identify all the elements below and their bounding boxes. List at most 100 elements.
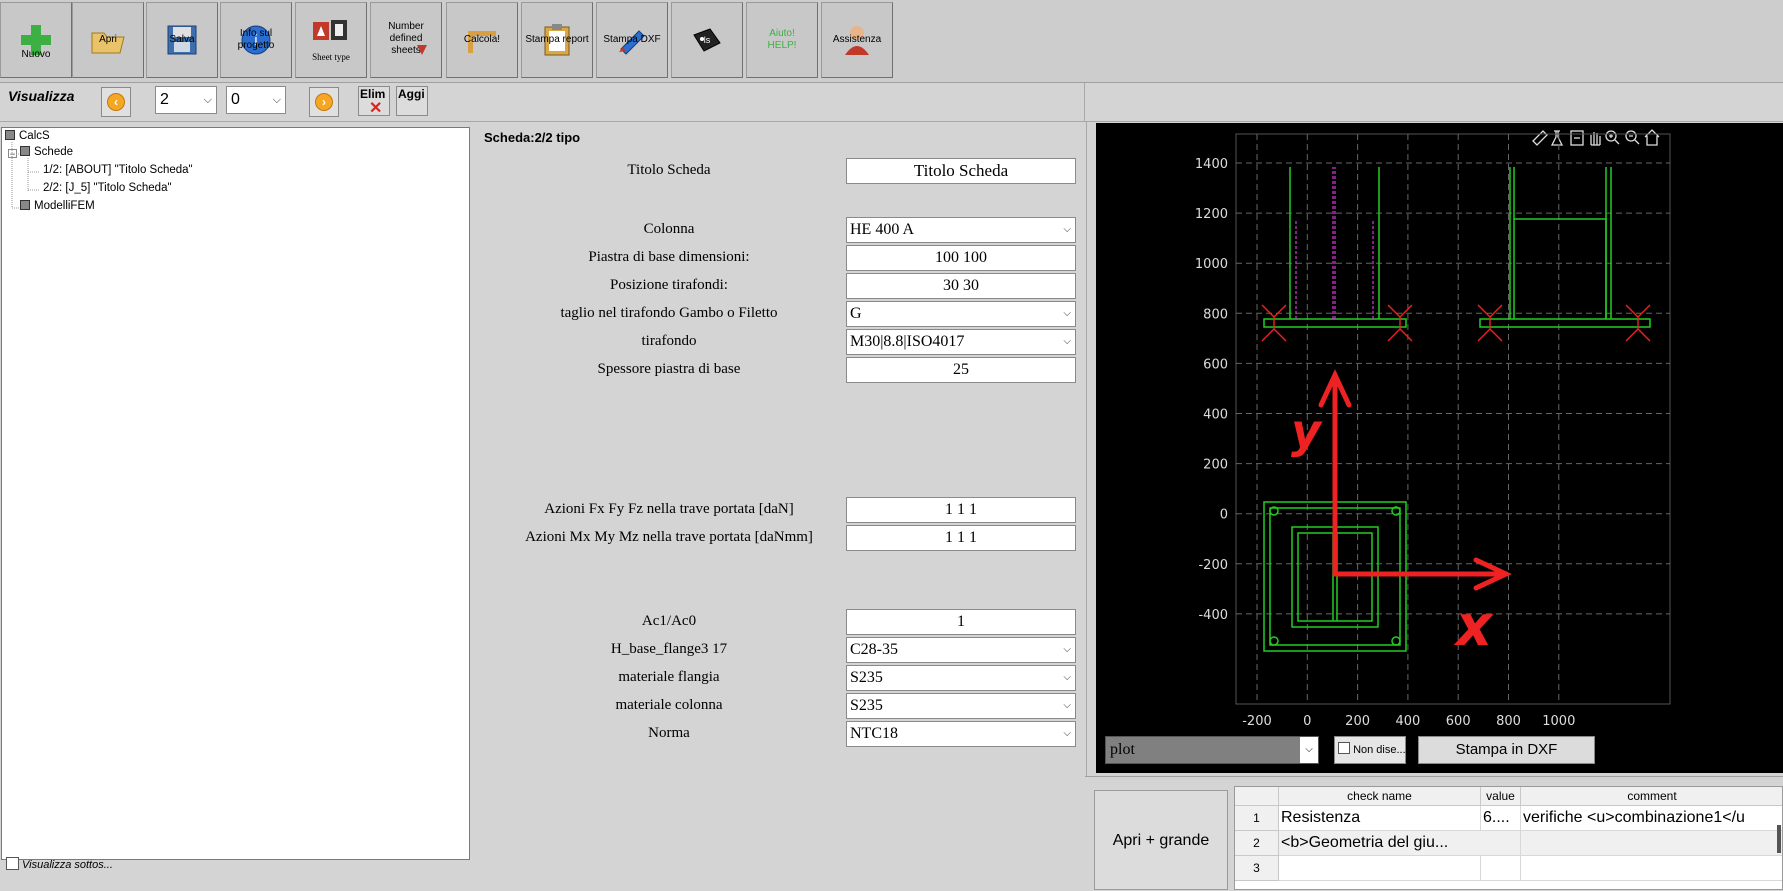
norma-value: NTC18 [850,725,898,742]
tree-root[interactable]: CalcS [5,130,50,142]
clipboard-icon [544,24,570,56]
flask-icon[interactable] [1550,130,1564,146]
chevron-down-icon: ⌵ [1300,737,1318,763]
print-dxf-button[interactable]: Stampa DXF [596,2,668,78]
calculate-button[interactable]: Calcola! [446,2,518,78]
y-tick-label: 200 [1203,458,1228,473]
column-header-check-name[interactable]: check name [1279,787,1481,806]
home-icon[interactable] [1644,129,1660,146]
table-cell-check-name[interactable] [1279,856,1481,881]
project-info-button[interactable]: i Info sul progetto [220,2,292,78]
pan-hand-icon[interactable] [1590,132,1601,146]
stampa-dxf-button[interactable]: Stampa in DXF [1418,736,1595,764]
table-scrollbar[interactable] [1777,825,1781,853]
save-button[interactable]: Salva [146,2,218,78]
non-disegnare-checkbox-row[interactable]: Non dise... [1334,736,1406,764]
show-sub-checkbox[interactable] [6,857,19,870]
azioni-f-input[interactable]: 1 1 1 [846,497,1076,523]
spessore-input[interactable]: 25 [846,357,1076,383]
mat-flangia-select[interactable]: S235⌵ [846,665,1076,691]
mat-colonna-label: materiale colonna [615,697,723,713]
y-tick-label: -400 [1198,608,1228,623]
column-header-value[interactable]: value [1481,787,1521,806]
number-defined-sheets-button[interactable]: Number defined sheets [370,2,442,78]
number-defined-sheets-label: Number defined sheets [388,21,424,56]
delete-sheet-button[interactable]: Elim ✕ [358,86,390,117]
ac-input[interactable]: 1 [846,609,1076,635]
sheet-number-value: 2 [160,91,169,108]
cube-icon [20,200,30,210]
chevron-down-icon: ⌵ [203,94,212,106]
table-cell-comment[interactable]: verifiche <u>combinazione1</u [1521,806,1782,831]
table-cell-comment[interactable] [1521,856,1782,881]
tree-item-sheet-2[interactable]: 2/2: [J_5] "Titolo Scheda" [43,182,172,194]
ls-button[interactable]: ls [671,2,743,78]
tree-item-sheet-1[interactable]: 1/2: [ABOUT] "Titolo Scheda" [43,164,193,176]
table-cell-check-name[interactable]: Resistenza [1279,806,1481,831]
table-cell-check-name[interactable]: <b>Geometria del giu... [1279,831,1521,856]
x-tick-label: 400 [1395,714,1420,729]
open-button-label: Apri [99,34,117,45]
next-sheet-button[interactable]: › [309,87,339,117]
help-button[interactable]: Aiuto! HELP! [746,2,818,78]
save-button-label: Salva [169,34,195,45]
axes-icon[interactable] [1570,130,1584,146]
cube-icon [5,130,15,140]
colonna-select[interactable]: HE 400 A⌵ [846,217,1076,243]
cube-icon [20,146,30,156]
piastra-input[interactable]: 100 100 [846,245,1076,271]
tirafondi-label: Posizione tirafondi: [610,277,728,293]
tirafondi-input[interactable]: 30 30 [846,273,1076,299]
tree-node-schede[interactable]: Schede [20,146,73,158]
y-tick-label: -200 [1198,558,1228,573]
non-disegnare-checkbox[interactable] [1338,742,1350,754]
ruler-icon [468,31,496,53]
arrow-down-icon [417,45,427,55]
mat-colonna-select[interactable]: S235⌵ [846,693,1076,719]
x-tick-label: 1000 [1542,714,1575,729]
chevron-down-icon: ⌵ [1063,308,1071,319]
column-header-comment[interactable]: comment [1521,787,1782,806]
sheet-form-header: Scheda:2/2 tipo [484,130,581,145]
edit-icon[interactable] [1532,130,1548,146]
plot-mode-select[interactable]: plot ⌵ [1105,736,1319,764]
tree-node-modelli[interactable]: ModelliFEM [20,200,95,212]
taglio-select[interactable]: G⌵ [846,301,1076,327]
sub-sheet-select[interactable]: 0 ⌵ [226,86,286,114]
norma-select[interactable]: NTC18⌵ [846,721,1076,747]
checks-table[interactable]: check name value comment 1 Resistenza 6.… [1234,786,1783,890]
print-dxf-button-label: Stampa DXF [603,34,661,45]
axis-x-label: x [1453,594,1494,659]
sheet-number-select[interactable]: 2 ⌵ [155,86,217,114]
table-cell-value[interactable] [1481,856,1521,881]
tirafondo-select[interactable]: M30|8.8|ISO4017⌵ [846,329,1076,355]
y-tick-label: 1000 [1195,257,1228,272]
support-button[interactable]: Assistenza [821,2,893,78]
add-sheet-button[interactable]: Aggi [396,86,428,116]
print-report-button[interactable]: Stampa report [521,2,593,78]
hbase-select[interactable]: C28-35⌵ [846,637,1076,663]
sheet-type-icon [313,20,347,41]
zoom-out-icon[interactable] [1625,130,1640,145]
open-button[interactable]: Apri [72,2,144,78]
titolo-input[interactable]: Titolo Scheda [846,158,1076,184]
zoom-in-icon[interactable] [1605,130,1620,145]
tirafondo-value: M30|8.8|ISO4017 [850,333,965,350]
sheet-type-button[interactable]: Sheet type [295,2,367,78]
geometry-drawing [1261,167,1651,652]
azioni-m-input[interactable]: 1 1 1 [846,525,1076,551]
mat-colonna-value: S235 [850,697,883,714]
previous-sheet-button[interactable]: ‹ [101,87,131,117]
table-cell-comment[interactable] [1521,831,1782,856]
new-button[interactable]: Nuovo [0,2,72,78]
show-sub-checkbox-row[interactable]: Visualizza sottos... [6,857,113,871]
row-number: 1 [1235,806,1279,831]
open-large-button[interactable]: Apri + grande [1094,790,1228,890]
plot-area [1235,133,1671,705]
table-cell-value[interactable]: 6.... [1481,806,1521,831]
chevron-down-icon: ⌵ [1063,644,1071,655]
info-globe-icon: i [241,25,271,55]
project-tree[interactable]: CalcS − Schede 1/2: [ABOUT] "Titolo Sche… [1,127,470,860]
